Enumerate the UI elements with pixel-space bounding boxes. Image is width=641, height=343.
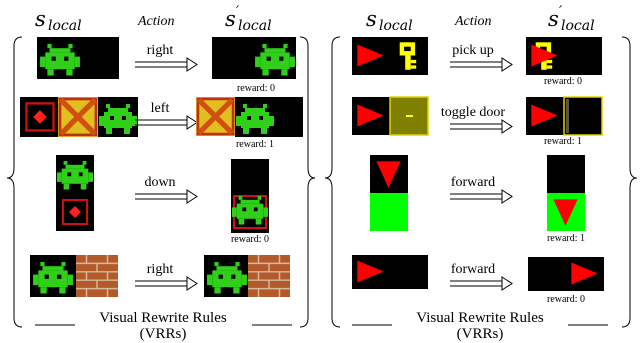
svg-text:local: local xyxy=(48,18,82,34)
rule-5-reward: reward: 0 xyxy=(544,76,582,87)
rule-2-reward: reward: 1 xyxy=(236,139,274,150)
rule-8-state xyxy=(352,255,428,289)
header-right-next-state: s ′ local xyxy=(548,4,595,34)
svg-text:′: ′ xyxy=(559,4,563,20)
rule-5-action: pick up xyxy=(452,43,494,58)
rule-6-action: toggle door xyxy=(441,105,505,120)
rule-1-state xyxy=(37,37,119,79)
rule-1-next-state xyxy=(212,37,296,79)
rule-6-reward: reward: 1 xyxy=(544,136,582,147)
right-panel-braces xyxy=(324,36,638,328)
rewrite-arrow-icon xyxy=(134,57,198,72)
rule-3-action: down xyxy=(144,175,175,190)
rule-7-next-state xyxy=(547,155,585,231)
svg-text:local: local xyxy=(238,18,272,34)
right-footer-title: Visual Rewrite Rules xyxy=(416,310,544,326)
left-panel-braces xyxy=(6,36,316,328)
green-goal-tile xyxy=(370,193,408,231)
header-right-state: s local xyxy=(366,7,413,34)
rule-6-state xyxy=(352,96,429,136)
rule-3-state xyxy=(56,155,94,231)
rewrite-arrow-icon xyxy=(449,119,513,134)
left-footer-abbrev: (VRRs) xyxy=(140,326,187,342)
svg-text:local: local xyxy=(561,18,595,34)
rule-2-action: left xyxy=(151,101,170,116)
right-footer-abbrev: (VRRs) xyxy=(457,326,504,342)
svg-text:s: s xyxy=(548,7,559,31)
rewrite-arrow-icon xyxy=(449,189,513,204)
rule-4-action: right xyxy=(147,262,174,277)
rule-1-reward: reward: 0 xyxy=(237,83,275,94)
rule-7-reward: reward: 1 xyxy=(547,233,585,244)
brick-wall-icon xyxy=(75,254,119,298)
brick-wall-icon xyxy=(247,254,291,298)
header-right-action: Action xyxy=(454,14,492,29)
open-door-icon xyxy=(563,96,603,136)
rule-7-action: forward xyxy=(451,175,495,190)
rewrite-arrow-icon xyxy=(134,115,198,130)
rewrite-arrow-icon xyxy=(134,189,198,204)
crossed-box-icon xyxy=(58,97,98,137)
rule-8-next-state xyxy=(528,257,604,291)
rule-2-state xyxy=(20,97,138,137)
rewrite-arrow-icon xyxy=(134,276,198,291)
svg-text:′: ′ xyxy=(236,4,240,20)
rule-6-next-state xyxy=(526,96,603,136)
rule-7-state xyxy=(370,155,408,231)
rewrite-arrow-icon xyxy=(449,57,513,72)
header-left-action: Action xyxy=(137,14,175,29)
rule-1-action: right xyxy=(147,43,174,58)
rule-4-state xyxy=(30,254,119,298)
rule-3-reward: reward: 0 xyxy=(231,234,269,245)
rule-8-reward: reward: 0 xyxy=(547,294,585,305)
svg-text:s: s xyxy=(35,7,46,31)
rewrite-arrow-icon xyxy=(449,276,513,291)
header-left-state: s local xyxy=(35,7,82,34)
rule-4-next-state xyxy=(204,254,291,298)
left-footer-title: Visual Rewrite Rules xyxy=(99,310,227,326)
rule-2-next-state xyxy=(196,97,303,137)
red-diamond-icon xyxy=(59,196,91,228)
rule-5-next-state xyxy=(526,37,602,75)
rule-3-next-state xyxy=(231,159,269,233)
rule-8-action: forward xyxy=(451,262,495,277)
svg-text:local: local xyxy=(379,18,413,34)
crossed-box-icon xyxy=(196,97,235,136)
svg-text:s: s xyxy=(225,7,236,31)
header-left-next-state: s ′ local xyxy=(225,4,272,34)
svg-text:s: s xyxy=(366,7,377,31)
red-diamond-icon xyxy=(21,98,59,136)
rule-5-state xyxy=(352,37,428,75)
